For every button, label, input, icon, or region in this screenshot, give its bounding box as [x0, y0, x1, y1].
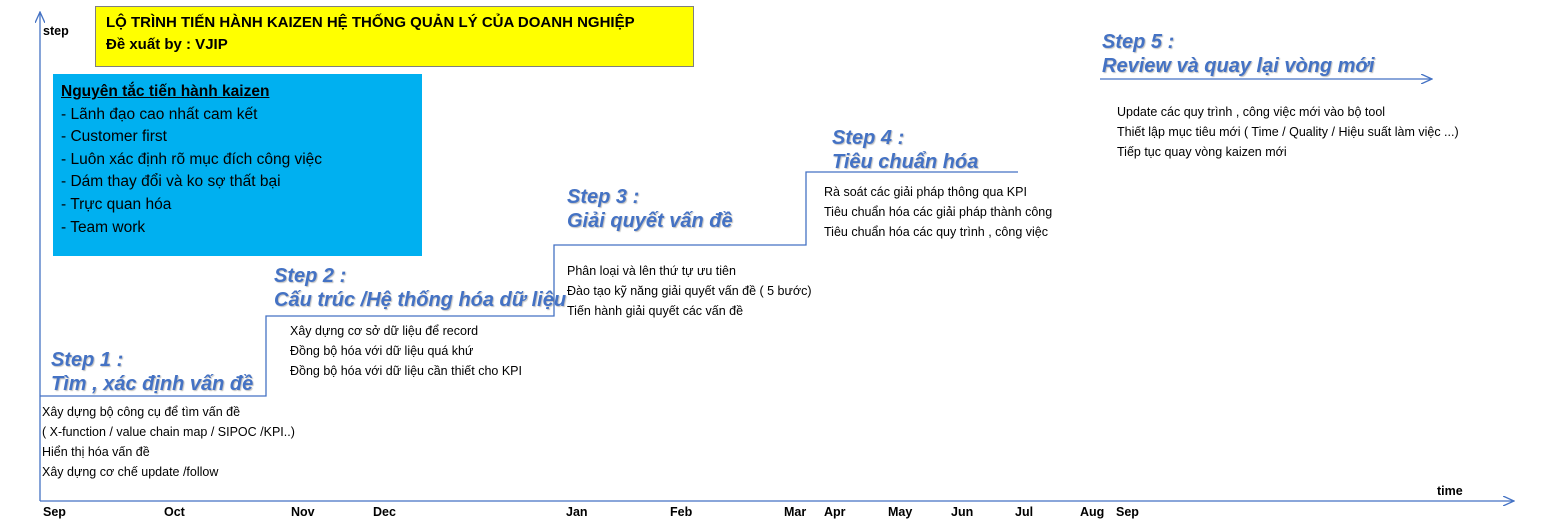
- step-1-activity: ( X-function / value chain map / SIPOC /…: [42, 425, 295, 439]
- step-4-activities: Rà soát các giải pháp thông qua KPI Tiêu…: [824, 182, 1052, 242]
- step-5-name: Review và quay lại vòng mới: [1102, 55, 1375, 77]
- principle-item: - Lãnh đạo cao nhất cam kết: [61, 105, 258, 123]
- month-label: Sep: [1116, 505, 1139, 519]
- month-label: Jun: [951, 505, 974, 519]
- principle-item: - Trực quan hóa: [61, 195, 172, 213]
- step-3-activity: Phân loại và lên thứ tự ưu tiên: [567, 264, 736, 278]
- month-label: Nov: [291, 505, 315, 519]
- step-1-heading: Step 1 : Tìm , xác định vấn đề: [51, 348, 253, 396]
- principle-item: - Luôn xác định rõ mục đích công việc: [61, 150, 323, 168]
- step-1-activities: Xây dựng bộ công cụ để tìm vấn đề ( X-fu…: [42, 402, 295, 482]
- step-3-activity: Tiến hành giải quyết các vấn đề: [567, 304, 744, 318]
- step-3-activities: Phân loại và lên thứ tự ưu tiên Đào tạo …: [567, 261, 811, 321]
- step-1-name: Tìm , xác định vấn đề: [51, 373, 254, 395]
- month-label: Apr: [824, 505, 846, 519]
- step-2-heading: Step 2 : Cấu trúc /Hệ thống hóa dữ liệu: [274, 264, 566, 312]
- step-2-activity: Đồng bộ hóa với dữ liệu quá khứ: [290, 344, 474, 358]
- principle-item: - Dám thay đổi và ko sợ thất bại: [61, 173, 281, 191]
- principle-item: - Team work: [61, 218, 146, 236]
- month-label: May: [888, 505, 913, 519]
- step-4-number: Step 4 :: [832, 127, 905, 149]
- step-2-activity: Đồng bộ hóa với dữ liệu cần thiết cho KP…: [290, 364, 522, 378]
- step-3-name: Giải quyết vấn đề: [567, 210, 733, 232]
- step-3-number: Step 3 :: [567, 186, 640, 208]
- step-5-activity: Update các quy trình , công việc mới vào…: [1117, 105, 1386, 119]
- step-2-number: Step 2 :: [274, 265, 347, 287]
- step-2-activity: Xây dựng cơ sở dữ liệu để record: [290, 324, 479, 338]
- staircase-line: [40, 171, 1018, 397]
- step-5-activity: Thiết lập mục tiêu mới ( Time / Quality …: [1117, 125, 1459, 139]
- month-label: Feb: [670, 505, 693, 519]
- x-axis-label: time: [1437, 484, 1463, 498]
- roadmap-title: LỘ TRÌNH TIẾN HÀNH KAIZEN HỆ THỐNG QUẢN …: [106, 14, 635, 31]
- month-label: Mar: [784, 505, 807, 519]
- step-1-activity: Xây dựng cơ chế update /follow: [42, 465, 219, 479]
- principles-heading: Nguyên tắc tiến hành kaizen: [61, 83, 270, 100]
- step-5-number: Step 5 :: [1102, 31, 1175, 53]
- step-1-activity: Xây dựng bộ công cụ để tìm vấn đề: [42, 405, 241, 419]
- principles-box: Nguyên tắc tiến hành kaizen - Lãnh đạo c…: [53, 74, 422, 256]
- step-4-activity: Tiêu chuẩn hóa các giải pháp thành công: [824, 205, 1053, 219]
- step-4-activity: Tiêu chuẩn hóa các quy trình , công việc: [824, 225, 1048, 239]
- step-1-number: Step 1 :: [51, 349, 124, 371]
- principle-item: - Customer first: [61, 128, 167, 146]
- month-label: Aug: [1080, 505, 1105, 519]
- step-2-activities: Xây dựng cơ sở dữ liệu để record Đồng bộ…: [290, 321, 522, 381]
- step-3-heading: Step 3 : Giải quyết vấn đề: [567, 185, 733, 233]
- month-label: Jul: [1015, 505, 1034, 519]
- step-5-heading: Step 5 : Review và quay lại vòng mới: [1102, 30, 1374, 78]
- y-axis-label: step: [43, 24, 69, 38]
- step-4-activity: Rà soát các giải pháp thông qua KPI: [824, 185, 1027, 199]
- step-5-activities: Update các quy trình , công việc mới vào…: [1117, 102, 1459, 162]
- title-box: LỘ TRÌNH TIẾN HÀNH KAIZEN HỆ THỐNG QUẢN …: [95, 6, 694, 67]
- step-3-activity: Đào tạo kỹ năng giải quyết vấn đề ( 5 bư…: [567, 284, 812, 298]
- step-2-name: Cấu trúc /Hệ thống hóa dữ liệu: [274, 289, 567, 311]
- month-label: Oct: [164, 505, 185, 519]
- step-4-name: Tiêu chuẩn hóa: [832, 151, 979, 173]
- month-label: Jan: [566, 505, 588, 519]
- month-label: Sep: [43, 505, 66, 519]
- step-5-activity: Tiếp tục quay vòng kaizen mới: [1117, 145, 1287, 159]
- month-label: Dec: [373, 505, 396, 519]
- roadmap-subtitle: Đề xuất by : VJIP: [106, 36, 228, 53]
- step-1-activity: Hiển thị hóa vấn đề: [42, 445, 150, 459]
- step-4-heading: Step 4 : Tiêu chuẩn hóa: [832, 126, 978, 174]
